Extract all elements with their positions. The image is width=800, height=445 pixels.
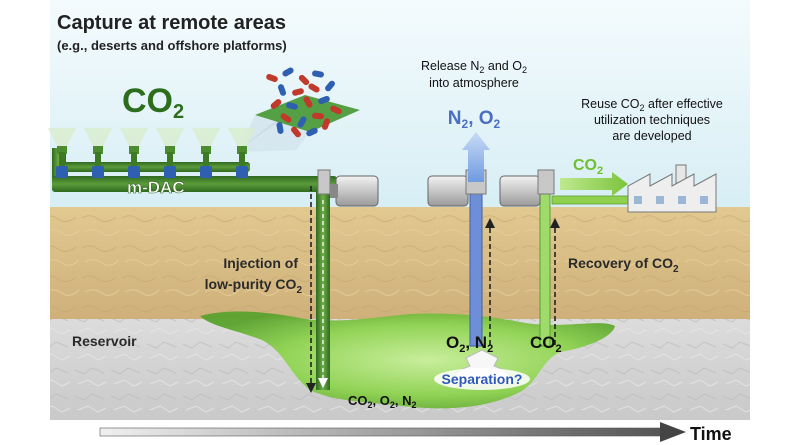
mdac-nozzle-head — [93, 146, 103, 154]
mdac-nozzle-collector — [236, 166, 248, 178]
gas-molecule — [306, 127, 318, 137]
injection-well — [306, 169, 379, 393]
release-label-line2: into atmosphere — [429, 76, 519, 90]
mdac-nozzle-head — [201, 146, 211, 154]
mdac-main-pipe — [52, 176, 337, 192]
mdac-nozzle-stem — [59, 152, 65, 166]
injection-label-line1: Injection of — [223, 255, 298, 271]
release-dash-arrowhead — [485, 218, 495, 228]
gas-molecule — [270, 99, 282, 109]
mdac-nozzles — [48, 128, 256, 178]
gas-molecule — [303, 96, 313, 108]
reuse-label-line1: Reuse CO2 after effective — [581, 97, 723, 113]
release-gases-label: N2, O2 — [448, 108, 501, 131]
molecule-panel — [238, 67, 360, 152]
recovery-well — [499, 169, 641, 347]
mdac-nozzle-stem — [167, 152, 173, 166]
recovery-horizontal-pipe — [551, 195, 641, 205]
mdac-nozzle-collector — [92, 166, 104, 178]
mdac-spray-fan — [84, 128, 112, 150]
mdac-spray-fan — [120, 128, 148, 150]
separation-bubble — [434, 368, 530, 390]
mdac-spray-fan — [48, 128, 76, 150]
page-title: Capture at remote areas — [57, 12, 286, 34]
mdac-nozzle-collector — [164, 166, 176, 178]
mdac-spray-fan — [228, 128, 256, 150]
recovery-pump — [499, 169, 555, 207]
injection-label-line2: low-purity CO2 — [205, 276, 303, 296]
recovery-dash-arrowhead — [550, 218, 560, 228]
mdac-header-pipe — [60, 162, 250, 172]
gas-molecule — [292, 88, 304, 96]
injection-pump — [317, 169, 379, 207]
mdac-nozzle-head — [129, 146, 139, 154]
molecule-cluster — [266, 67, 342, 138]
mdac-nozzle-stem — [95, 152, 101, 166]
gas-molecule — [318, 95, 330, 105]
gas-molecule — [291, 126, 301, 138]
gas-molecule — [325, 80, 335, 92]
mdac-label: m-DAC — [127, 178, 185, 197]
gas-molecule — [286, 102, 298, 110]
gas-molecule — [330, 105, 342, 115]
separation-label: Separation? — [442, 371, 523, 387]
sand-texture — [50, 207, 750, 319]
injection-arrowhead — [318, 378, 328, 388]
mdac-spray-fan — [156, 128, 184, 150]
factory-icon — [627, 164, 717, 213]
release-label-line1: Release N2 and O2 — [421, 59, 527, 75]
mixed-gas-label: CO2, O2, N2 — [348, 393, 417, 410]
mdac-nozzle-collector — [56, 166, 68, 178]
recovery-pipe — [539, 189, 551, 347]
mdac-nozzle-head — [237, 146, 247, 154]
gas-molecule — [312, 112, 324, 120]
gas-molecule — [297, 116, 307, 128]
reuse-label-line2: utilization techniques — [594, 113, 710, 127]
page-subtitle: (e.g., deserts and offshore platforms) — [57, 38, 287, 53]
separation-callout: Separation? — [434, 349, 530, 390]
reuse-label-line3: are developed — [612, 129, 691, 143]
release-well — [427, 132, 495, 347]
mdac-nozzle-collector — [200, 166, 212, 178]
gas-molecule — [266, 73, 278, 83]
gas-molecule — [308, 83, 320, 93]
mdac-unit: m-DAC — [48, 128, 337, 197]
co2-reservoir-label: CO2 — [530, 333, 562, 355]
co2-big-label: CO2 — [122, 82, 184, 123]
gas-molecule — [298, 74, 310, 86]
time-arrow-shaft — [99, 427, 661, 437]
co2-reuse-arrow — [560, 172, 628, 196]
injection-dash-arrowhead — [306, 383, 316, 393]
injection-pipe — [316, 190, 330, 390]
gas-molecule — [276, 122, 284, 134]
o2-n2-label: O2, N2 — [446, 333, 493, 355]
reservoir-label: Reservoir — [72, 333, 137, 349]
time-label: Time — [690, 424, 732, 444]
gas-molecule — [312, 70, 324, 78]
co2-reuse-label: CO2 — [573, 157, 603, 177]
release-up-arrow — [462, 132, 490, 182]
gas-molecule — [277, 84, 287, 96]
mdac-nozzle-stem — [131, 152, 137, 166]
mdac-spray-fan — [192, 128, 220, 150]
recovery-label: Recovery of CO2 — [568, 255, 679, 275]
mdac-nozzle-collector — [128, 166, 140, 178]
time-arrowhead — [660, 422, 686, 442]
gas-molecule — [280, 113, 292, 123]
mdac-nozzle-stem — [203, 152, 209, 166]
gas-molecule — [282, 67, 294, 77]
mdac-nozzle-head — [57, 146, 67, 154]
gas-molecule — [321, 118, 331, 130]
release-pipe — [469, 185, 483, 347]
time-axis: Time — [99, 422, 732, 444]
mdac-nozzle-stem — [239, 152, 245, 166]
mdac-nozzle-head — [165, 146, 175, 154]
